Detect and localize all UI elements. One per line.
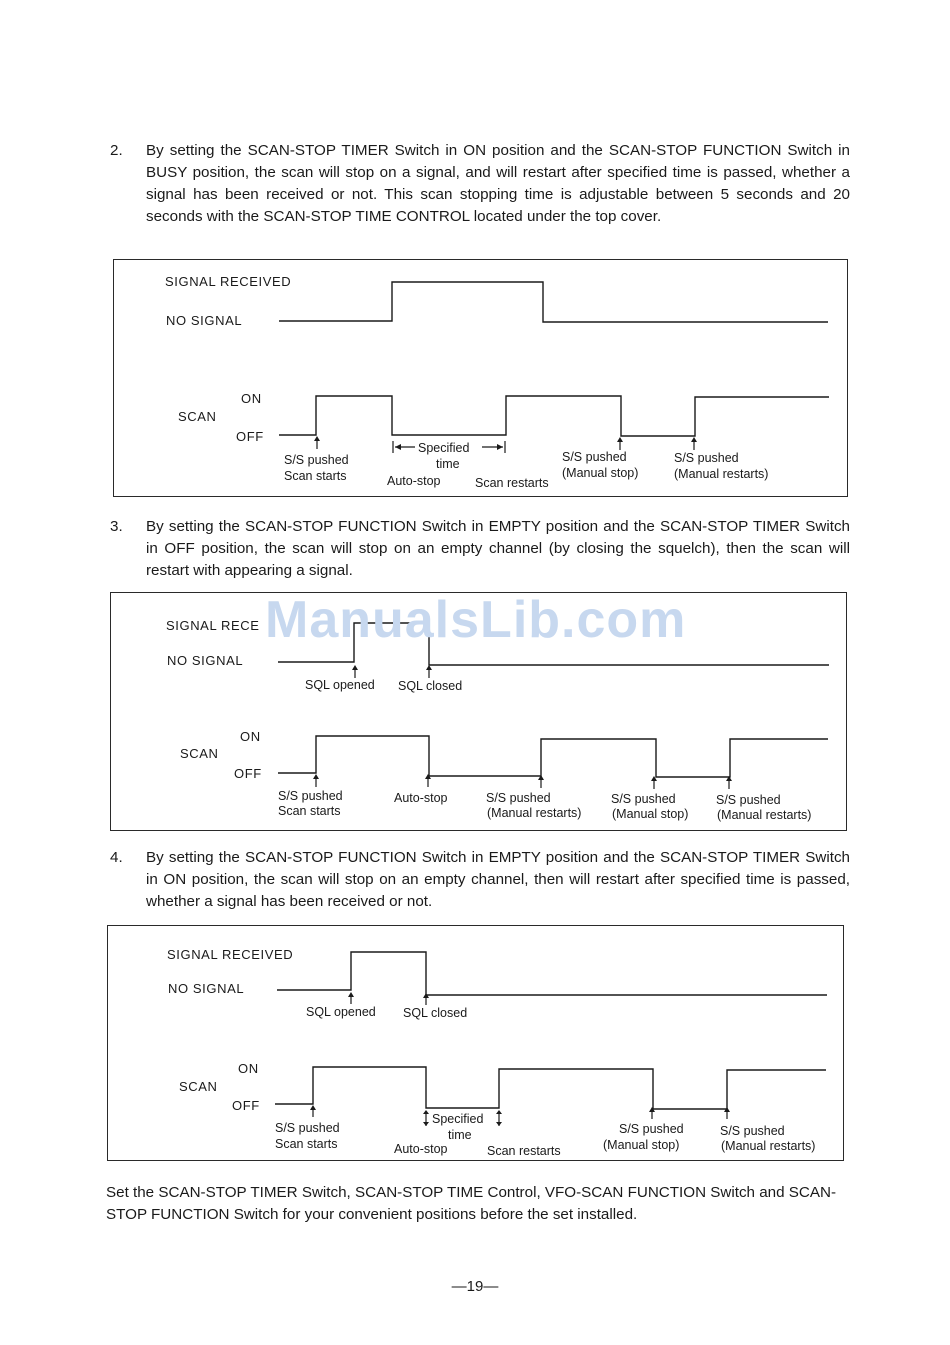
no-signal-label: NO SIGNAL <box>168 981 245 996</box>
caption-scan-starts: Scan starts <box>278 804 341 818</box>
caption-scan-starts: Scan starts <box>284 469 347 483</box>
caption-manual-restarts: (Manual restarts) <box>674 467 769 481</box>
paragraph-item-2: 2. By setting the SCAN-STOP TIMER Switch… <box>110 140 850 228</box>
caption-manual-restarts: (Manual restarts) <box>717 808 812 822</box>
timing-waveforms <box>275 951 827 1126</box>
caption-ss-pushed: S/S pushed <box>619 1122 684 1136</box>
caption-ss-pushed: S/S pushed <box>275 1121 340 1135</box>
caption-scan-restarts: Scan restarts <box>475 476 549 490</box>
signal-waveform <box>278 622 829 666</box>
item-number: 4. <box>110 849 123 866</box>
caption-auto-stop: Auto-stop <box>394 791 448 805</box>
caption-auto-stop: Auto-stop <box>394 1142 448 1156</box>
caption-manual-restarts: (Manual restarts) <box>721 1139 816 1153</box>
item-text: By setting the SCAN-STOP TIMER Switch in… <box>146 142 850 225</box>
paragraph-item-3: 3. By setting the SCAN-STOP FUNCTION Swi… <box>110 516 850 582</box>
timing-waveforms <box>278 622 829 789</box>
scan-label: SCAN <box>179 1079 218 1094</box>
item-text: By setting the SCAN-STOP FUNCTION Switch… <box>146 849 850 910</box>
caption-auto-stop: Auto-stop <box>387 474 441 488</box>
off-label: OFF <box>232 1098 260 1113</box>
caption-scan-restarts: Scan restarts <box>487 1144 561 1158</box>
scan-waveform <box>275 1066 826 1110</box>
on-label: ON <box>238 1061 259 1076</box>
signal-waveform <box>279 281 828 323</box>
item-number: 3. <box>110 518 123 535</box>
caption-sql-opened: SQL opened <box>306 1005 376 1019</box>
caption-specified: Specified <box>432 1112 484 1126</box>
item-number: 2. <box>110 142 123 159</box>
caption-sql-closed: SQL closed <box>398 679 463 693</box>
caption-scan-starts: Scan starts <box>275 1137 338 1151</box>
timing-diagram-1: SIGNAL RECEIVED NO SIGNAL ON SCAN OFF S/… <box>113 259 848 497</box>
caption-manual-restarts: (Manual restarts) <box>487 806 582 820</box>
caption-specified: Specified <box>418 441 470 455</box>
signal-waveform <box>277 951 827 996</box>
caption-ss-pushed: S/S pushed <box>486 791 551 805</box>
off-label: OFF <box>234 766 262 781</box>
caption-manual-stop: (Manual stop) <box>603 1138 680 1152</box>
caption-ss-pushed: S/S pushed <box>674 451 739 465</box>
scan-waveform <box>279 395 829 437</box>
caption-time: time <box>436 457 460 471</box>
paragraph-item-4: 4. By setting the SCAN-STOP FUNCTION Swi… <box>110 847 850 913</box>
caption-ss-pushed: S/S pushed <box>284 453 349 467</box>
on-label: ON <box>241 391 262 406</box>
caption-sql-closed: SQL closed <box>403 1006 468 1020</box>
item-text: By setting the SCAN-STOP FUNCTION Switch… <box>146 518 850 579</box>
scan-waveform <box>278 735 828 778</box>
caption-ss-pushed: S/S pushed <box>611 792 676 806</box>
closing-note: Set the SCAN-STOP TIMER Switch, SCAN-STO… <box>106 1184 837 1223</box>
signal-received-label: SIGNAL RECE <box>166 618 260 633</box>
caption-ss-pushed: S/S pushed <box>720 1124 785 1138</box>
caption-manual-stop: (Manual stop) <box>562 466 639 480</box>
signal-received-label: SIGNAL RECEIVED <box>165 274 292 289</box>
off-label: OFF <box>236 429 264 444</box>
on-label: ON <box>240 729 261 744</box>
timing-diagram-2: SIGNAL RECE NO SIGNAL SQL opened SQL clo… <box>110 592 847 831</box>
caption-manual-stop: (Manual stop) <box>612 807 689 821</box>
caption-ss-pushed: S/S pushed <box>562 450 627 464</box>
timing-diagram-3: SIGNAL RECEIVED NO SIGNAL SQL opened SQL… <box>107 925 844 1161</box>
caption-ss-pushed: S/S pushed <box>716 793 781 807</box>
no-signal-label: NO SIGNAL <box>167 653 244 668</box>
scan-label: SCAN <box>178 409 217 424</box>
no-signal-label: NO SIGNAL <box>166 313 243 328</box>
scan-label: SCAN <box>180 746 219 761</box>
page-number: —19— <box>451 1278 499 1295</box>
caption-sql-opened: SQL opened <box>305 678 375 692</box>
timing-waveforms <box>279 281 829 453</box>
signal-received-label: SIGNAL RECEIVED <box>167 947 294 962</box>
caption-ss-pushed: S/S pushed <box>278 789 343 803</box>
caption-time: time <box>448 1128 472 1142</box>
